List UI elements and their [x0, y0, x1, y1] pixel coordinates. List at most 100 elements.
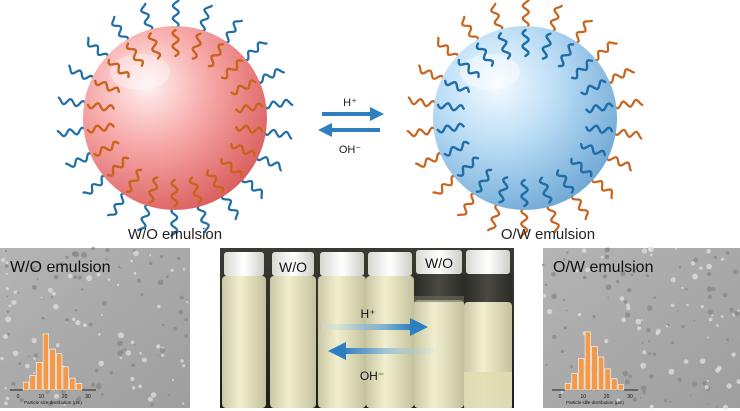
emulsion-droplet	[41, 316, 45, 320]
emulsion-droplet	[5, 287, 9, 291]
forward-reagent-label: H⁺	[343, 97, 357, 109]
emulsion-droplet	[691, 381, 698, 387]
histogram-tick-label: 10	[39, 394, 45, 400]
emulsion-droplet	[542, 293, 547, 298]
ow-outer-tail	[592, 41, 618, 62]
emulsion-droplet	[570, 365, 574, 369]
emulsion-droplet	[646, 328, 651, 333]
emulsion-droplet	[683, 359, 689, 364]
emulsion-droplet	[711, 287, 716, 292]
wo-inner-tail	[235, 124, 264, 134]
emulsion-droplet	[105, 248, 110, 253]
emulsion-droplet	[31, 265, 37, 271]
wo-inner-tail	[191, 32, 202, 60]
ow-emulsion-label: O/W emulsion	[501, 226, 595, 243]
emulsion-droplet	[184, 317, 188, 322]
ow-inner-tail	[475, 168, 493, 193]
emulsion-droplet	[5, 261, 9, 265]
emulsion-droplet	[96, 272, 101, 277]
histogram-tick-label: 30	[627, 394, 633, 400]
wo-inner-tail	[125, 168, 143, 193]
wo-inner-tail	[170, 178, 179, 208]
reverse-reagent-label: OH⁻	[339, 144, 362, 156]
emulsion-droplet	[75, 320, 81, 326]
ow-outer-tail	[432, 174, 458, 195]
emulsion-droplet	[649, 404, 654, 409]
emulsion-droplet	[726, 338, 730, 342]
emulsion-droplet	[131, 363, 135, 368]
ow-outer-tail	[457, 192, 477, 217]
emulsion-droplet	[607, 296, 609, 299]
histogram-bar	[584, 331, 591, 391]
emulsion-droplet	[35, 265, 38, 268]
vial-photo: W/O W/O H⁺	[220, 248, 514, 408]
emulsion-droplet	[67, 273, 73, 279]
emulsion-droplet	[6, 295, 9, 298]
emulsion-droplet	[53, 393, 59, 399]
histogram-bar	[36, 361, 43, 391]
histogram-axis-label: Particle size distribution (μm)	[24, 400, 82, 405]
ow-inner-tail	[475, 42, 495, 67]
vial-2: W/O	[270, 252, 316, 408]
wo-outer-tail	[223, 19, 243, 44]
emulsion-droplet	[101, 314, 104, 317]
emulsion-droplet	[36, 278, 39, 280]
ow-inner-tail	[498, 176, 509, 204]
emulsion-droplet	[53, 304, 59, 310]
emulsion-droplet	[162, 323, 165, 327]
emulsion-droplet	[665, 325, 669, 328]
emulsion-droplet	[98, 360, 104, 367]
emulsion-droplet	[671, 341, 674, 345]
emulsion-droplet	[706, 286, 713, 293]
emulsion-droplet	[120, 267, 122, 270]
ow-inner-tail	[443, 140, 470, 157]
vial-4	[366, 252, 414, 408]
emulsion-droplet	[48, 262, 55, 269]
emulsion-droplet	[17, 291, 20, 294]
wo-inner-tail	[230, 143, 256, 157]
emulsion-droplet	[149, 254, 152, 256]
ow-outer-tail	[461, 15, 480, 43]
emulsion-droplet	[725, 251, 730, 255]
wo-outer-tail	[242, 41, 268, 62]
ow-micrograph-droplets	[541, 246, 740, 410]
wo-inner-tail	[86, 102, 115, 112]
emulsion-droplet	[25, 363, 30, 369]
vial-5-cap-label: W/O	[425, 255, 453, 271]
emulsion-droplet	[628, 374, 632, 379]
wo-outer-tail	[263, 98, 294, 110]
emulsion-droplet	[5, 249, 8, 252]
emulsion-droplet	[138, 384, 143, 389]
ow-outer-tail	[520, 206, 529, 238]
ow-inner-tail	[436, 122, 465, 134]
emulsion-droplet	[141, 357, 147, 363]
ow-inner-tail	[520, 178, 529, 208]
emulsion-droplet	[13, 290, 17, 294]
wo-outer-tail	[137, 203, 151, 232]
histogram-bar	[55, 353, 63, 391]
emulsion-droplet	[31, 337, 37, 344]
emulsion-droplet	[156, 344, 161, 349]
emulsion-droplet	[630, 273, 634, 277]
wo-inner-tail	[220, 59, 244, 80]
wo-droplet	[83, 26, 267, 210]
emulsion-droplet	[624, 379, 630, 385]
emulsion-droplet	[606, 247, 611, 252]
emulsion-droplet	[707, 294, 712, 299]
emulsion-droplet	[639, 397, 642, 399]
emulsion-droplet	[734, 310, 740, 317]
photo-forward-reagent-label: H⁺	[361, 307, 376, 321]
emulsion-droplet	[148, 261, 153, 266]
histogram-bar	[617, 384, 625, 391]
wo-inner-tail	[86, 122, 115, 134]
emulsion-droplet	[715, 368, 720, 373]
emulsion-droplet	[681, 324, 685, 329]
emulsion-droplet	[133, 343, 136, 346]
emulsion-droplet	[581, 248, 587, 254]
emulsion-droplet	[18, 362, 22, 366]
emulsion-droplet	[704, 385, 709, 390]
emulsion-droplet	[118, 265, 121, 269]
ow-outer-tail	[418, 64, 445, 82]
